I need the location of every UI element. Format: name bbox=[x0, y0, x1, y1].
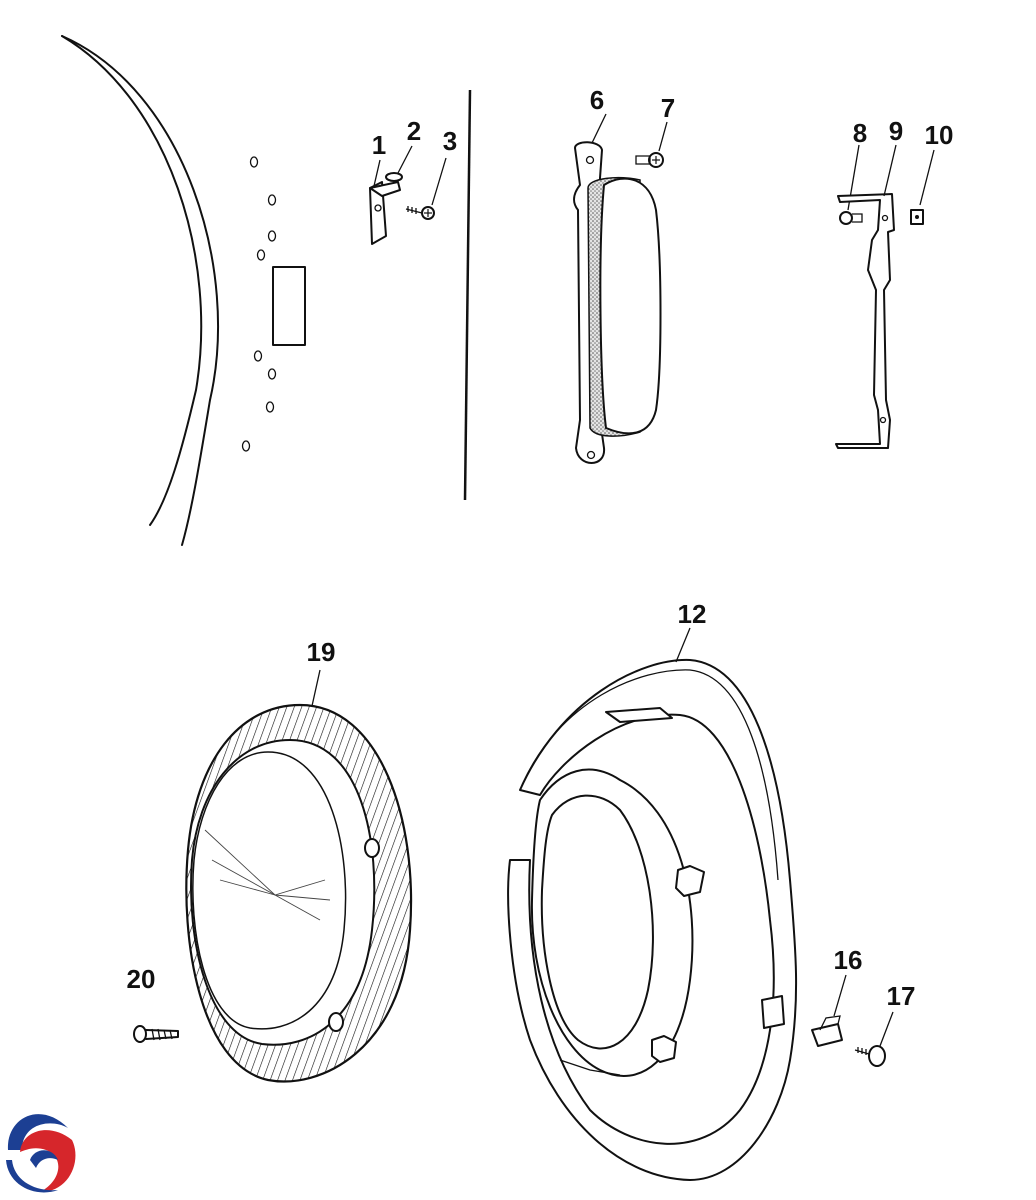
part-8-screw bbox=[839, 144, 863, 225]
label-part-12: 12 bbox=[677, 599, 707, 629]
part-16-clip bbox=[811, 974, 847, 1047]
swirl-logo-icon bbox=[6, 1114, 76, 1193]
label-part-17: 17 bbox=[886, 981, 916, 1011]
label-part-16: 16 bbox=[833, 945, 863, 975]
label-part-8: 8 bbox=[852, 118, 868, 148]
label-part-3: 3 bbox=[442, 126, 458, 156]
label-part-2: 2 bbox=[406, 116, 422, 146]
part-1-bracket bbox=[369, 159, 401, 245]
cabinet-front-panel bbox=[61, 35, 306, 546]
label-part-20: 20 bbox=[126, 964, 156, 994]
label-part-6: 6 bbox=[589, 85, 605, 115]
label-part-10: 10 bbox=[924, 120, 954, 150]
label-part-1: 1 bbox=[371, 130, 387, 160]
part-12-inner-frame bbox=[507, 627, 798, 1181]
hinge-cutout bbox=[272, 266, 306, 346]
part-9-bracket bbox=[835, 144, 897, 449]
label-part-7: 7 bbox=[660, 93, 676, 123]
part-19-door-ring bbox=[185, 669, 413, 1083]
part-10-nut bbox=[910, 149, 935, 225]
label-part-9: 9 bbox=[888, 116, 904, 146]
divider-line bbox=[463, 89, 472, 501]
part-17-screw bbox=[854, 1011, 894, 1067]
part-20-screw bbox=[133, 1025, 179, 1043]
part-7-screw bbox=[635, 121, 668, 168]
part-2-washer bbox=[385, 145, 413, 182]
part-3-screw bbox=[405, 157, 447, 220]
part-6-handle bbox=[573, 113, 662, 464]
label-part-19: 19 bbox=[306, 637, 336, 667]
